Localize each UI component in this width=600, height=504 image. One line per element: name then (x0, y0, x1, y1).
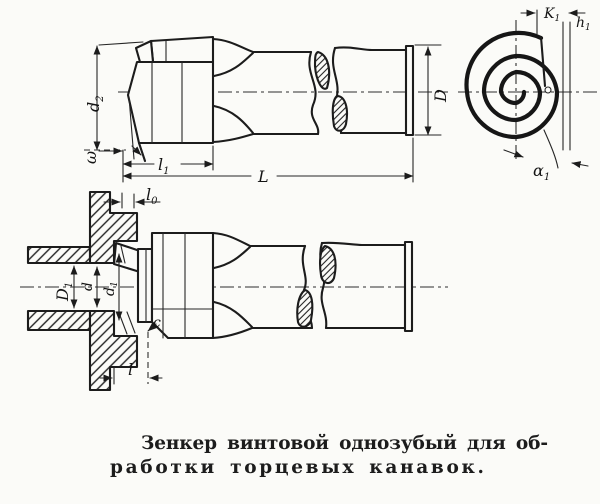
label-K1: K1 (543, 6, 560, 24)
end-view: K1 h1 α1 (458, 6, 598, 183)
label-d1: d1 (102, 281, 120, 296)
label-l1: l1 (158, 155, 170, 177)
label-d2: d2 (84, 95, 106, 112)
caption-line-1: Зенкер винтовой однозубый для об- (141, 433, 548, 454)
label-omega: ω (81, 151, 100, 164)
section-view (20, 190, 448, 392)
label-D: D (431, 89, 450, 103)
label-d: d (80, 282, 96, 291)
label-L: L (257, 167, 269, 186)
label-l0: l0 (146, 185, 158, 207)
label-alpha1: α1 (533, 161, 550, 183)
label-D1: D1 (53, 282, 75, 302)
label-h1: h1 (576, 15, 591, 33)
label-c: c (153, 315, 161, 331)
side-view-dimensions: d2 ω l1 L D (81, 41, 450, 186)
section-view-dimensions: l0 D1 d d1 l c (53, 185, 163, 385)
label-l: l (128, 360, 133, 379)
caption: Зенкер винтовой однозубый для об- работк… (110, 433, 548, 478)
side-view (118, 35, 448, 163)
caption-line-2: работки торцевых канавок. (110, 457, 484, 478)
